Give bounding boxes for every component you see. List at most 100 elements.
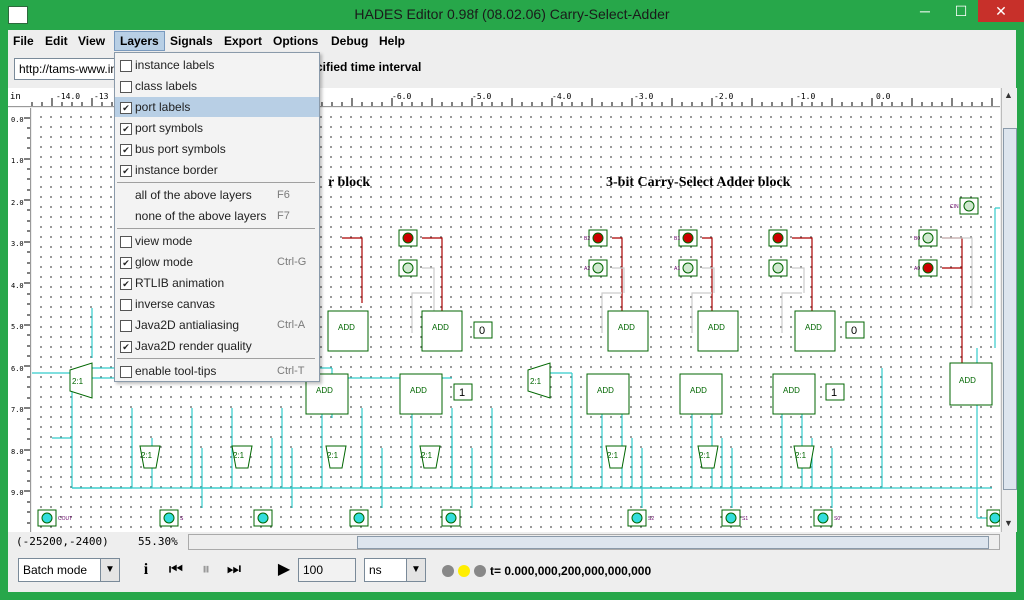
scroll-down-icon[interactable]: ▼ (1004, 518, 1013, 528)
checkbox-checked-icon[interactable]: ✔ (120, 165, 132, 177)
menu-file[interactable]: File (13, 34, 34, 48)
vertical-scrollbar[interactable]: ▲ ▼ (1001, 88, 1017, 532)
ruler-h-tick: -13 (94, 92, 109, 101)
horizontal-scrollbar[interactable] (188, 534, 1000, 550)
status-row: (-25200,-2400) 55.30% (8, 532, 1016, 550)
checkbox-checked-icon[interactable]: ✔ (120, 278, 132, 290)
menu-help[interactable]: Help (379, 34, 406, 48)
checkbox-checked-icon[interactable]: ✔ (120, 341, 132, 353)
pause-icon[interactable]: ⏸ (201, 561, 210, 578)
menu-item-port-labels[interactable]: ✔ port labels (115, 97, 319, 117)
port-label: A2 (584, 266, 590, 272)
menu-edit[interactable]: Edit (45, 34, 68, 48)
ruler-h-svg: in -14.0 -13 -6.0 -5.0 -4.0 -3.0 -2.0 -1… (10, 92, 993, 106)
adder-label: ADD (805, 323, 822, 332)
rewind-icon[interactable]: ⏮ (168, 561, 184, 578)
menu-item-no-layers[interactable]: none of the above layers F7 (115, 206, 319, 226)
checkbox-checked-icon[interactable]: ✔ (120, 257, 132, 269)
play-icon[interactable]: ▶ (277, 561, 291, 578)
adders-top-row[interactable]: ADD ADD ADD ADD ADD (327, 310, 836, 352)
mux-label: 2:1 (607, 451, 619, 460)
menu-item-shortcut: F7 (277, 210, 290, 222)
ruler-v-tick: 9.0 (11, 489, 24, 497)
ruler-v-tick-marks (24, 117, 30, 524)
fast-forward-icon[interactable]: ⏭ (226, 561, 242, 578)
mux-label: 2:1 (141, 451, 153, 460)
menu-item-shortcut: Ctrl-A (277, 319, 306, 331)
checkbox-checked-icon[interactable]: ✔ (120, 144, 132, 156)
unit-select[interactable]: ns ▼ (364, 558, 426, 582)
checkbox-checked-icon[interactable]: ✔ (120, 123, 132, 135)
red-wires (342, 237, 963, 368)
url-field[interactable]: http://tams-www.in (14, 58, 120, 80)
checkbox-icon[interactable] (120, 299, 132, 311)
menu-item-enable-tooltips[interactable]: enable tool-tips Ctrl-T (115, 361, 319, 381)
port-label: B1 (674, 236, 680, 242)
ruler-v-tick: 1.0 (11, 157, 24, 165)
menu-item-rtlib-animation[interactable]: ✔ RTLIB animation (115, 273, 319, 293)
checkbox-icon[interactable] (120, 81, 132, 93)
const-zero: 0 (479, 325, 485, 337)
muxes[interactable]: 2:1 2:1 2:1 2:1 2:1 2:1 2:1 2:1 (69, 362, 815, 469)
menu-export[interactable]: Export (224, 34, 263, 48)
close-button[interactable]: ✕ (978, 0, 1024, 22)
status-light-yellow (458, 565, 470, 577)
step-value-field[interactable]: 100 (298, 558, 356, 582)
checkbox-icon[interactable] (120, 60, 132, 72)
minimize-button[interactable]: ─ (920, 3, 930, 19)
adder-label: ADD (783, 386, 800, 395)
menu-debug[interactable]: Debug (331, 34, 369, 48)
chevron-down-icon[interactable]: ▼ (100, 559, 119, 581)
input-ports-red[interactable] (398, 229, 938, 277)
chevron-down-icon[interactable]: ▼ (406, 559, 425, 581)
menu-item-instance-labels[interactable]: instance labels (115, 55, 319, 75)
checkbox-checked-icon[interactable]: ✔ (120, 102, 132, 114)
constants[interactable]: 0 0 1 1 (453, 321, 865, 401)
adders-bottom-row[interactable]: ADD ADD ADD ADD ADD ADD (305, 362, 993, 415)
ruler-v-tick: 7.0 (11, 406, 24, 414)
menu-item-inverse-canvas[interactable]: inverse canvas (115, 294, 319, 314)
info-icon[interactable]: i (143, 561, 149, 578)
menu-item-java2d-antialiasing[interactable]: Java2D antialiasing Ctrl-A (115, 315, 319, 335)
menu-separator (117, 358, 315, 359)
ruler-v-tick: 5.0 (11, 323, 24, 331)
schematic-svg[interactable]: r block 3-bit Carry-Select Adder block (32, 108, 1000, 532)
title-bar[interactable]: HADES Editor 0.98f (08.02.06) Carry-Sele… (0, 0, 1024, 30)
scroll-up-icon[interactable]: ▲ (1004, 90, 1013, 100)
menu-item-class-labels[interactable]: class labels (115, 76, 319, 96)
adder-label: ADD (708, 323, 725, 332)
ruler-h-tick: 0.0 (876, 92, 891, 101)
menu-item-all-layers[interactable]: all of the above layers F6 (115, 185, 319, 205)
checkbox-icon[interactable] (120, 236, 132, 248)
menu-view[interactable]: View (78, 34, 106, 48)
checkbox-icon[interactable] (120, 366, 132, 378)
mux-label: 2:1 (421, 451, 433, 460)
maximize-button[interactable]: ☐ (954, 3, 968, 19)
menu-item-bus-port-symbols[interactable]: ✔ bus port symbols (115, 139, 319, 159)
menu-signals[interactable]: Signals (170, 34, 213, 48)
menu-item-shortcut: Ctrl-G (277, 256, 307, 268)
ruler-h-tick: -2.0 (714, 92, 733, 101)
menu-options[interactable]: Options (273, 34, 319, 48)
menu-item-view-mode[interactable]: view mode (115, 231, 319, 251)
menu-layers[interactable]: Layers (114, 31, 165, 51)
mode-select[interactable]: Batch mode ▼ (18, 558, 120, 582)
menu-item-glow-mode[interactable]: ✔ glow mode Ctrl-G (115, 252, 319, 272)
menu-item-java2d-render-quality[interactable]: ✔ Java2D render quality (115, 336, 319, 356)
output-label: S (180, 516, 184, 522)
output-ports[interactable] (37, 509, 1000, 527)
port-label: B0 (914, 236, 920, 242)
checkbox-icon[interactable] (120, 320, 132, 332)
menu-item-port-symbols[interactable]: ✔ port symbols (115, 118, 319, 138)
vertical-scroll-thumb[interactable] (1003, 128, 1017, 490)
menu-item-label: port symbols (135, 121, 204, 135)
horizontal-scroll-thumb[interactable] (357, 536, 989, 549)
menu-item-instance-border[interactable]: ✔ instance border (115, 160, 319, 180)
const-zero: 0 (851, 325, 857, 337)
input-ports-gray[interactable] (398, 197, 979, 277)
menu-item-label: RTLIB animation (135, 276, 225, 290)
ruler-h-tick: -1.0 (796, 92, 815, 101)
ruler-v-tick: 3.0 (11, 240, 24, 248)
menu-item-label: Java2D render quality (135, 339, 252, 353)
